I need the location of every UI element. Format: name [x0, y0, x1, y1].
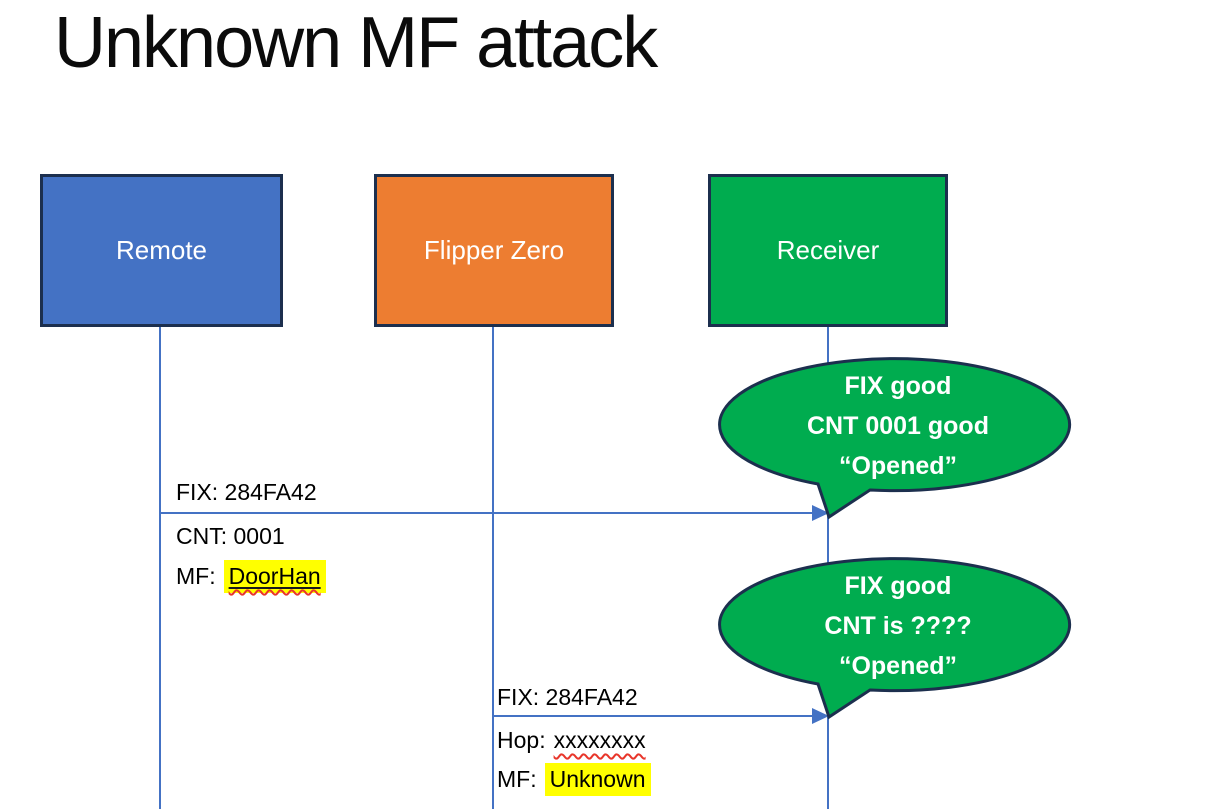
message-1-cnt-text: CNT: 0001 — [176, 523, 285, 549]
message-1-arrowhead-icon — [812, 505, 829, 521]
actor-box-receiver: Receiver — [708, 174, 948, 327]
callout-bubble-2-shape — [718, 557, 1072, 720]
lifeline-remote — [159, 327, 161, 809]
callout-2-line-3: “Opened” — [838, 652, 958, 680]
lifeline-flipper-zero — [492, 327, 494, 809]
message-2-fix-text: FIX: 284FA42 — [497, 684, 638, 710]
message-1-fix-text: FIX: 284FA42 — [176, 479, 317, 505]
actor-box-flipper-zero: Flipper Zero — [374, 174, 614, 327]
callout-1-line-3: “Opened” — [838, 452, 958, 480]
callout-1-line-2: CNT 0001 good — [807, 412, 989, 440]
message-1-mf-label: MF: — [176, 563, 216, 589]
message-1-mf-value-highlight: DoorHan — [223, 560, 326, 593]
callout-text-2: FIX good CNT is ???? “Opened” — [748, 566, 1048, 686]
actor-label-flipper-zero: Flipper Zero — [423, 235, 565, 265]
message-2-mf-value: Unknown — [544, 763, 651, 796]
actor-label-receiver: Receiver — [776, 235, 880, 265]
callout-2-line-1: FIX good — [844, 572, 952, 600]
message-2-line-hop: Hop: xxxxxxxx — [497, 727, 646, 754]
callout-text-1: FIX good CNT 0001 good “Opened” — [748, 366, 1048, 486]
message-2-hop-label: Hop: — [497, 727, 546, 753]
callout-bubble-1-shape — [718, 357, 1072, 520]
message-1-line-cnt: CNT: 0001 — [176, 523, 285, 550]
actor-box-remote: Remote — [40, 174, 283, 327]
message-1-arrow-line — [160, 512, 814, 514]
callout-bubble-2 — [718, 557, 1072, 720]
message-1-line-mf: MF: DoorHan — [176, 560, 326, 593]
message-2-line-fix: FIX: 284FA42 — [497, 684, 638, 711]
message-2-mf-label: MF: — [497, 766, 537, 792]
message-2-hop-value: xxxxxxxx — [553, 727, 646, 753]
message-2-arrow-line — [493, 715, 814, 717]
message-2-arrowhead-icon — [812, 708, 829, 724]
callout-bubble-1 — [718, 357, 1072, 520]
slide-title: Unknown MF attack — [54, 3, 658, 83]
message-2-line-mf: MF: Unknown — [497, 763, 651, 796]
message-1-mf-value: DoorHan — [228, 563, 321, 589]
callout-2-line-2: CNT is ???? — [824, 612, 972, 640]
message-1-line-fix: FIX: 284FA42 — [176, 479, 317, 506]
callout-1-line-1: FIX good — [844, 372, 952, 400]
actor-label-remote: Remote — [115, 235, 208, 265]
